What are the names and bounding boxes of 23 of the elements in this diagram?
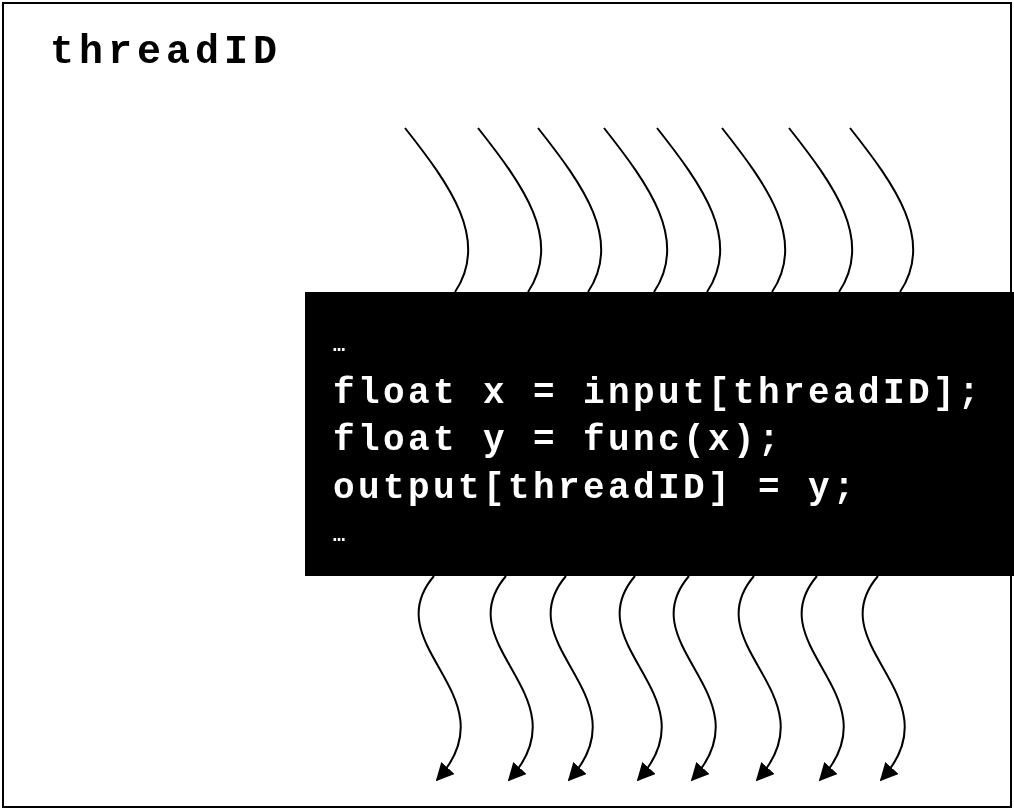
thread-line bbox=[849, 127, 915, 293]
thread-line bbox=[537, 127, 603, 293]
code-line: float x = input[threadID]; bbox=[333, 371, 984, 416]
code-line: float y = func(x); bbox=[333, 419, 784, 463]
thread-arrow bbox=[800, 575, 845, 782]
heading: threadID bbox=[50, 30, 283, 75]
code-line: output[threadID] = y; bbox=[333, 466, 859, 511]
thread-line bbox=[721, 127, 787, 293]
thread-arrow bbox=[672, 575, 717, 782]
thread-arrow bbox=[861, 575, 906, 782]
thread-line bbox=[477, 127, 543, 293]
thread-arrow bbox=[417, 575, 462, 782]
code-line: … bbox=[333, 523, 345, 549]
code-block bbox=[305, 292, 1014, 576]
thread-line bbox=[603, 127, 669, 293]
thread-arrow bbox=[549, 575, 594, 782]
thread-arrow bbox=[489, 575, 534, 782]
thread-line bbox=[404, 127, 470, 293]
thread-arrow bbox=[737, 575, 782, 782]
thread-line bbox=[656, 127, 722, 293]
thread-line bbox=[788, 127, 854, 293]
code-line: … bbox=[333, 333, 345, 359]
thread-arrow bbox=[618, 575, 663, 782]
